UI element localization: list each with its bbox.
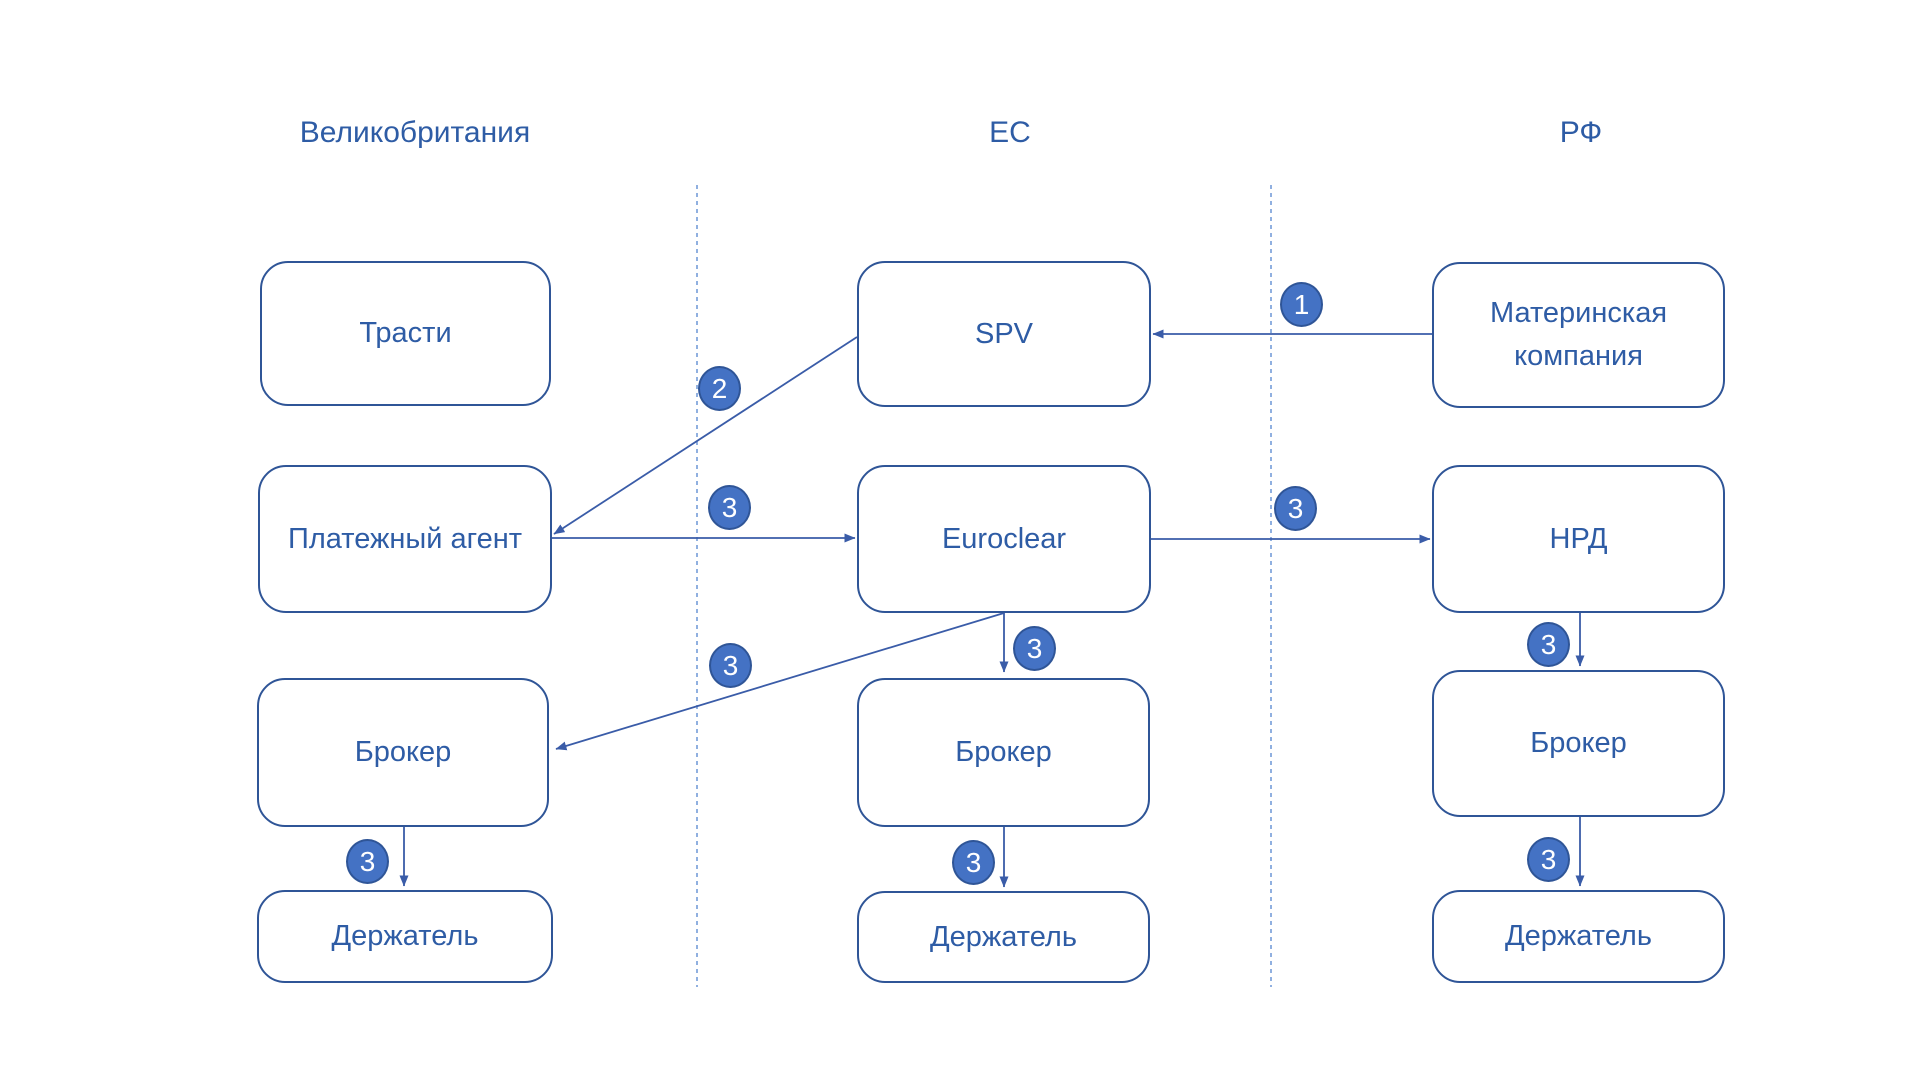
- node-trusty: Трасти: [260, 261, 551, 406]
- step-badge-3-broker-uk-holder-uk: 3: [346, 839, 389, 884]
- column-header-rf: РФ: [1559, 116, 1603, 149]
- step-badge-3-euroclear-broker-eu: 3: [1013, 626, 1056, 671]
- node-broker-rf: Брокер: [1432, 670, 1725, 817]
- step-badge-3-euroclear-broker-uk: 3: [709, 643, 752, 688]
- step-badge-3-paying-agent-euroclear: 3: [708, 485, 751, 530]
- step-badge-3-euroclear-nsd: 3: [1274, 486, 1317, 531]
- node-broker-uk: Брокер: [257, 678, 549, 827]
- step-badge-2: 2: [698, 366, 741, 411]
- node-holder-rf: Держатель: [1432, 890, 1725, 983]
- step-badge-3-broker-rf-holder-rf: 3: [1527, 837, 1570, 882]
- step-badge-1: 1: [1280, 282, 1323, 327]
- node-parent-company: Материнская компания: [1432, 262, 1725, 408]
- node-holder-uk: Держатель: [257, 890, 553, 983]
- node-euroclear: Euroclear: [857, 465, 1151, 613]
- node-holder-eu: Держатель: [857, 891, 1150, 983]
- node-spv: SPV: [857, 261, 1151, 407]
- arrow-spv-to-paying-agent: [553, 336, 858, 535]
- column-header-uk: Великобритания: [299, 116, 531, 149]
- step-badge-3-nsd-broker-rf: 3: [1527, 622, 1570, 667]
- node-nsd: НРД: [1432, 465, 1725, 613]
- arrow-euroclear-to-broker-uk: [555, 612, 1005, 751]
- column-header-eu: ЕС: [989, 116, 1031, 149]
- node-paying-agent: Платежный агент: [258, 465, 552, 613]
- node-broker-eu: Брокер: [857, 678, 1150, 827]
- step-badge-3-broker-eu-holder-eu: 3: [952, 840, 995, 885]
